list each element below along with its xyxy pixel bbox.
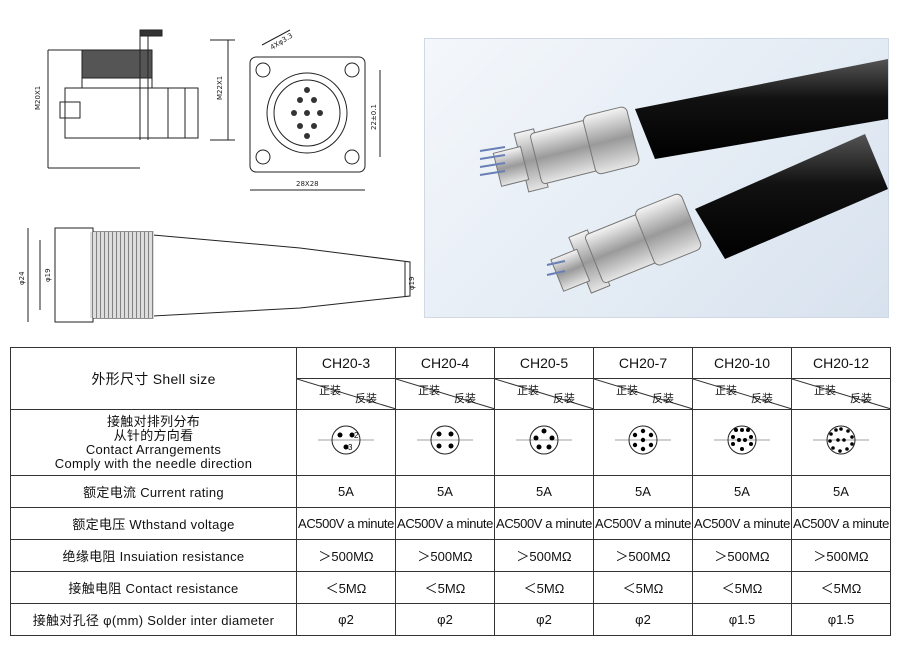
mount-type-cell: 正装反装 bbox=[791, 378, 891, 410]
table-cell: ＞500MΩ bbox=[395, 539, 495, 572]
voltage-label: 额定电压 Wthstand voltage bbox=[10, 507, 297, 540]
table-cell: φ2 bbox=[296, 603, 396, 636]
table-cell: 5A bbox=[296, 475, 396, 508]
table-cell: ＞500MΩ bbox=[593, 539, 693, 572]
mount-type-cell: 正装反装 bbox=[593, 378, 693, 410]
table-cell: ＜5MΩ bbox=[593, 571, 693, 604]
pin-diagram-12 bbox=[791, 409, 891, 476]
model-header: CH20-3 bbox=[296, 347, 396, 379]
table-cell: ＜5MΩ bbox=[791, 571, 891, 604]
contact-label-cn2: 从针的方向看 bbox=[113, 427, 194, 443]
rear-mount-label: 反装 bbox=[355, 393, 377, 405]
front-mount-label: 正装 bbox=[616, 385, 638, 397]
table-cell: φ2 bbox=[593, 603, 693, 636]
dim-m22: M22X1 bbox=[216, 76, 224, 100]
table-cell: ＞500MΩ bbox=[692, 539, 792, 572]
table-cell: ＞500MΩ bbox=[791, 539, 891, 572]
table-cell: φ2 bbox=[395, 603, 495, 636]
model-header: CH20-4 bbox=[395, 347, 495, 379]
dim-22: 22±0.1 bbox=[370, 104, 378, 130]
table-cell: ＜5MΩ bbox=[395, 571, 495, 604]
table-cell: AC500V a minute bbox=[692, 507, 792, 540]
front-mount-label: 正装 bbox=[715, 385, 737, 397]
connector-illustration bbox=[479, 59, 888, 294]
technical-drawings: M20X1 M22X1 4Xφ3.3 22±0.1 28X28 φ24 φ19 … bbox=[0, 0, 420, 330]
pin-layout-icon bbox=[714, 425, 770, 455]
mount-type-cell: 正装反装 bbox=[494, 378, 594, 410]
pin-diagram-10 bbox=[692, 409, 792, 476]
dim-d19: φ19 bbox=[44, 268, 52, 282]
table-cell: φ2 bbox=[494, 603, 594, 636]
model-header: CH20-12 bbox=[791, 347, 891, 379]
dimension-drawings: M20X1 M22X1 4Xφ3.3 22±0.1 28X28 φ24 φ19 … bbox=[18, 29, 416, 323]
table-cell: 5A bbox=[494, 475, 594, 508]
table-cell: AC500V a minute bbox=[593, 507, 693, 540]
pin-layout-icon: 23 bbox=[318, 425, 374, 455]
table-cell: AC500V a minute bbox=[791, 507, 891, 540]
mount-type-cell: 正装反装 bbox=[395, 378, 495, 410]
dim-m20: M20X1 bbox=[34, 86, 42, 110]
front-mount-label: 正装 bbox=[814, 385, 836, 397]
current-rating-label: 额定电流 Current rating bbox=[10, 475, 297, 508]
spec-table: 外形尺寸 Shell size CH20-3 CH20-4 CH20-5 CH2… bbox=[10, 347, 891, 636]
front-mount-label: 正装 bbox=[517, 385, 539, 397]
table-cell: ＞500MΩ bbox=[494, 539, 594, 572]
table-cell: ＞500MΩ bbox=[296, 539, 396, 572]
model-header: CH20-7 bbox=[593, 347, 693, 379]
table-cell: AC500V a minute bbox=[395, 507, 495, 540]
pin-layout-icon bbox=[516, 425, 572, 455]
model-header: CH20-5 bbox=[494, 347, 594, 379]
rear-mount-label: 反装 bbox=[454, 393, 476, 405]
table-cell: 5A bbox=[791, 475, 891, 508]
table-cell: AC500V a minute bbox=[296, 507, 396, 540]
table-cell: AC500V a minute bbox=[494, 507, 594, 540]
contact-label-en1: Contact Arrangements bbox=[85, 441, 222, 457]
contact-resistance-label: 接触电阻 Contact resistance bbox=[10, 571, 297, 604]
dim-d24: φ24 bbox=[18, 271, 26, 285]
table-cell: 5A bbox=[593, 475, 693, 508]
table-cell: ＜5MΩ bbox=[692, 571, 792, 604]
pin-diagram-5 bbox=[494, 409, 594, 476]
table-cell: ＜5MΩ bbox=[296, 571, 396, 604]
rear-mount-label: 反装 bbox=[553, 393, 575, 405]
product-photo bbox=[424, 38, 889, 318]
contact-label-en2: Comply with the needle direction bbox=[54, 455, 253, 471]
pin-diagram-7 bbox=[593, 409, 693, 476]
dim-d19-right: φ19 bbox=[408, 276, 416, 290]
contact-arrangement-label: 接触对排列分布 从针的方向看 Contact Arrangements Comp… bbox=[10, 409, 297, 476]
dim-28x28: 28X28 bbox=[296, 180, 319, 188]
front-mount-label: 正装 bbox=[418, 385, 440, 397]
shell-size-label: 外形尺寸 Shell size bbox=[10, 347, 297, 410]
mount-type-cell: 正装反装 bbox=[692, 378, 792, 410]
pin-layout-icon bbox=[417, 425, 473, 455]
rear-mount-label: 反装 bbox=[751, 393, 773, 405]
insulation-label: 绝缘电阻 Insuiation resistance bbox=[10, 539, 297, 572]
pin-layout-icon bbox=[813, 425, 869, 455]
table-cell: 5A bbox=[692, 475, 792, 508]
table-cell: φ1.5 bbox=[791, 603, 891, 636]
front-mount-label: 正装 bbox=[319, 385, 341, 397]
svg-text:2: 2 bbox=[354, 431, 359, 440]
pin-layout-icon bbox=[615, 425, 671, 455]
mount-type-cell: 正装反装 bbox=[296, 378, 396, 410]
pin-diagram-4 bbox=[395, 409, 495, 476]
table-cell: 5A bbox=[395, 475, 495, 508]
table-cell: φ1.5 bbox=[692, 603, 792, 636]
solder-diameter-label: 接触对孔径 φ(mm) Solder inter diameter bbox=[10, 603, 297, 636]
rear-mount-label: 反装 bbox=[652, 393, 674, 405]
svg-text:3: 3 bbox=[348, 443, 353, 452]
contact-label-cn1: 接触对排列分布 bbox=[106, 413, 201, 429]
rear-mount-label: 反装 bbox=[850, 393, 872, 405]
model-header: CH20-10 bbox=[692, 347, 792, 379]
table-cell: ＜5MΩ bbox=[494, 571, 594, 604]
